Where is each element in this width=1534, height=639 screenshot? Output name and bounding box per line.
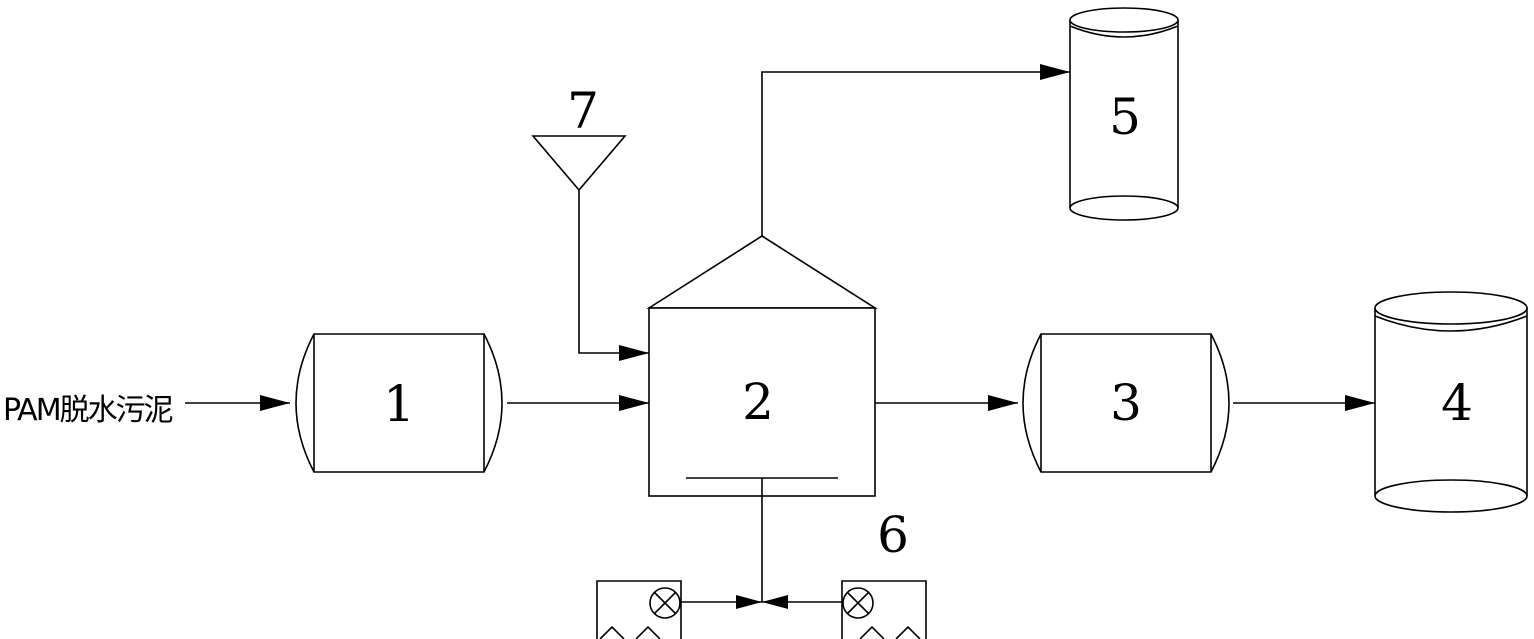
unit-4-label: 4 — [1441, 374, 1473, 432]
flow-line-feed-to-unit-1 — [185, 395, 290, 411]
flow-line-unit-3-to-unit-4 — [1233, 395, 1375, 411]
blower-left — [596, 580, 682, 639]
flow-line-unit-7-to-unit-2 — [578, 190, 649, 361]
unit-6-label: 6 — [877, 506, 909, 564]
unit-7-hopper: 7 — [531, 82, 627, 192]
feed-label: PAM脱水污泥 — [3, 393, 173, 428]
unit-2-reactor: 2 — [646, 235, 878, 497]
flow-line-unit-2-to-unit-3 — [875, 395, 1018, 411]
unit-4-tank: 4 — [1374, 291, 1528, 513]
unit-7-label: 7 — [567, 82, 599, 140]
blower-right — [841, 580, 927, 639]
flow-line-unit-2-to-unit-5 — [761, 64, 1070, 236]
unit-1-label: 1 — [383, 375, 415, 433]
flow-line-unit-1-to-unit-2 — [507, 395, 649, 411]
unit-6-blowers: 6 — [596, 478, 927, 639]
unit-1-drum: 1 — [295, 333, 503, 473]
flow-line-right-blower — [762, 595, 842, 609]
unit-3-drum: 3 — [1022, 333, 1230, 473]
unit-2-label: 2 — [742, 373, 774, 431]
unit-3-label: 3 — [1110, 374, 1142, 432]
unit-5-tank: 5 — [1069, 7, 1179, 221]
unit-5-label: 5 — [1109, 88, 1141, 146]
flow-line-left-blower — [681, 595, 762, 609]
